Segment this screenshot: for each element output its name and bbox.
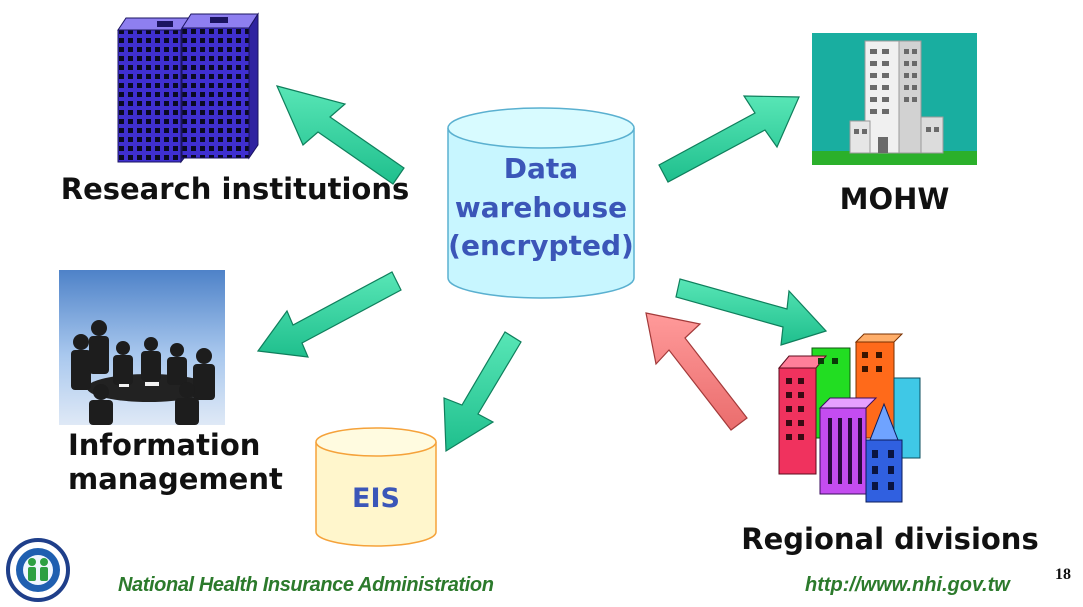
mohw-label: MOHW — [839, 182, 950, 216]
eis-label: EIS — [352, 483, 400, 514]
page-number: 18 — [1055, 566, 1071, 583]
arrow-to-regional — [675, 278, 828, 346]
mohw-building-image — [812, 33, 977, 165]
arrow-from-regional — [645, 312, 748, 431]
regional-divisions-label: Regional divisions — [741, 522, 1039, 556]
data-warehouse-label: Data warehouse (encrypted) — [448, 150, 634, 266]
arrow-to-eis — [443, 331, 522, 453]
footer-organization: National Health Insurance Administration — [118, 574, 494, 596]
arrow-to-information — [256, 271, 402, 358]
meeting-image — [59, 270, 225, 425]
information-line1: Information — [68, 428, 261, 462]
information-management-label: Information management — [68, 428, 298, 496]
data-warehouse-line3: (encrypted) — [448, 229, 634, 263]
research-institutions-label: Research institutions — [60, 172, 410, 206]
data-warehouse-line2: warehouse — [454, 190, 628, 224]
data-warehouse-line1: Data — [503, 152, 579, 185]
footer-url[interactable]: http://www.nhi.gov.tw — [805, 574, 1010, 596]
arrow-to-research — [275, 85, 405, 185]
arrow-to-mohw — [658, 95, 800, 183]
information-line2: management — [68, 462, 283, 497]
